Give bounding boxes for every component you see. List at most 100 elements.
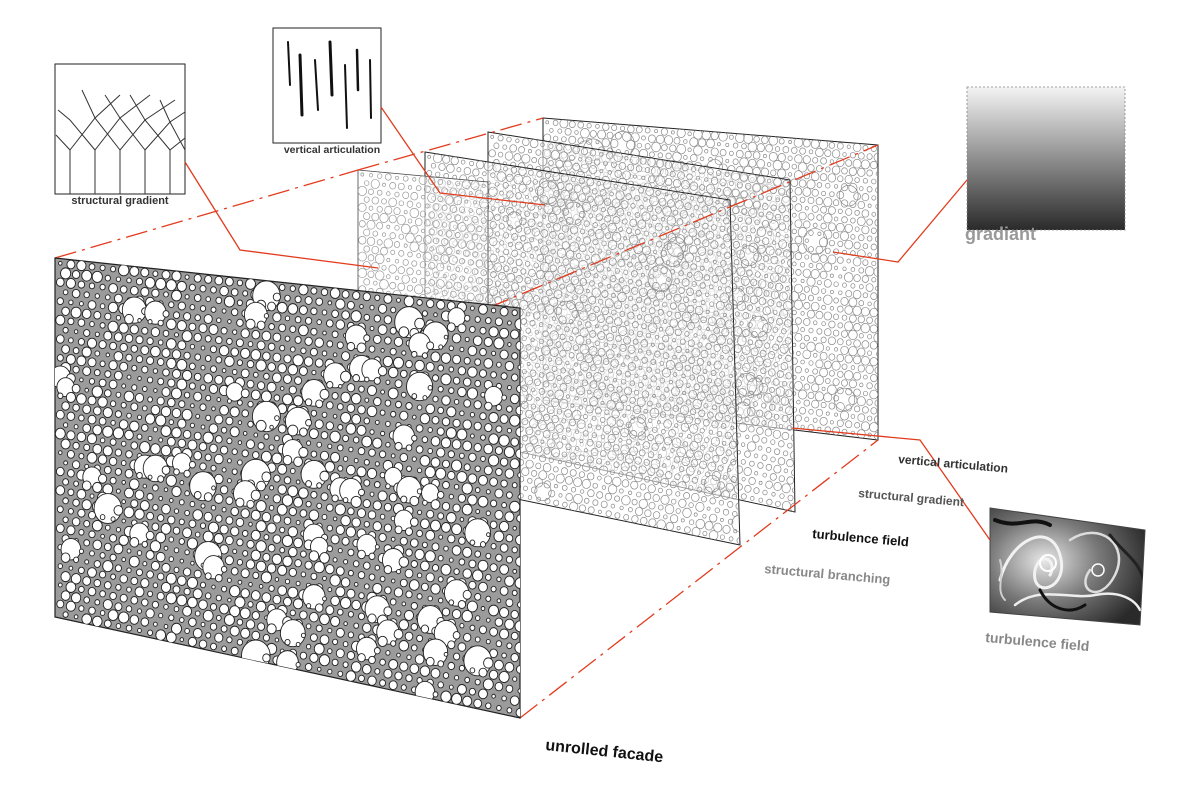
perforation-hole (748, 158, 757, 168)
perforation-hole (844, 239, 854, 250)
perforation-hole (756, 143, 765, 153)
perforation-hole (845, 339, 852, 346)
perforation-hole (823, 197, 833, 207)
perforation-hole (836, 142, 844, 150)
perforation-hole (99, 264, 106, 272)
perforation-hole (857, 152, 865, 160)
perforation-hole (488, 149, 496, 158)
perforation-hole (714, 155, 724, 165)
perforation-hole (874, 399, 878, 407)
perforation-hole (799, 147, 806, 155)
perforation-hole (568, 135, 577, 145)
perforation-hole (669, 170, 676, 178)
perforation-hole (756, 175, 765, 184)
perforation-hole (803, 220, 811, 229)
perforation-hole (787, 155, 793, 161)
perforation-hole (845, 404, 852, 412)
perforation-hole (827, 254, 837, 265)
perforation-hole (848, 329, 858, 341)
perforation-hole (802, 139, 811, 148)
perforation-hole (866, 382, 873, 390)
perforation-hole (689, 181, 699, 191)
perforation-hole (854, 209, 860, 216)
perforation-hole (869, 324, 878, 334)
perforation-hole (797, 243, 808, 254)
perforation-hole (831, 360, 841, 371)
perforation-hole (770, 169, 777, 177)
perforation-hole (788, 140, 792, 144)
perforation-hole (304, 296, 313, 305)
perforation-hole (765, 144, 773, 153)
perforation-hole (735, 149, 744, 159)
perforation-hole (515, 138, 520, 144)
perforation-hole (870, 145, 877, 152)
perforation-hole (752, 182, 762, 193)
perforation-hole (820, 206, 828, 214)
perforation-hole (828, 142, 836, 149)
perforation-hole (861, 306, 870, 317)
perforation-hole (866, 153, 873, 160)
perforation-hole (140, 287, 150, 297)
perforation-hole (236, 318, 244, 327)
perforation-hole (856, 396, 866, 407)
perforation-hole (828, 320, 836, 329)
perforation-hole (561, 136, 567, 143)
perforation-hole (853, 339, 861, 348)
perforation-hole (521, 153, 531, 164)
perforation-hole (284, 315, 291, 322)
perforation-hole (88, 282, 96, 290)
perforation-hole (837, 322, 844, 329)
perforation-hole (842, 266, 847, 271)
unrolled-facade-panel (54, 257, 521, 719)
perforation-hole (816, 262, 823, 270)
perforation-hole (369, 325, 375, 331)
perforation-hole (812, 157, 819, 164)
perforation-hole (875, 171, 878, 177)
perforation-hole (748, 208, 758, 218)
perforation-hole (568, 120, 576, 128)
perforation-hole (816, 328, 823, 335)
perforation-hole (811, 188, 819, 197)
perforation-hole (866, 235, 873, 242)
perforation-hole (446, 322, 456, 332)
perforation-hole (781, 161, 790, 171)
perforation-hole (672, 178, 682, 188)
perforation-hole (689, 137, 699, 147)
perforation-hole (837, 305, 844, 313)
perforation-hole (242, 290, 249, 297)
perforation-hole (163, 291, 169, 298)
perforation-hole (823, 392, 833, 403)
perforation-hole (825, 182, 831, 189)
perforation-hole (862, 406, 869, 414)
perforation-hole (580, 163, 589, 173)
perforation-hole (276, 301, 288, 314)
perforation-hole (697, 138, 707, 148)
perforation-hole (837, 175, 844, 183)
perforation-hole (698, 166, 706, 175)
perforation-hole (433, 312, 438, 318)
perforation-hole (165, 279, 177, 292)
perforation-hole (869, 160, 878, 170)
perforation-hole (507, 320, 512, 326)
perforation-hole (710, 176, 719, 185)
perforation-hole (815, 408, 823, 417)
perforation-hole (793, 170, 803, 180)
perforation-hole (812, 368, 819, 375)
perforation-hole (99, 283, 106, 291)
perforation-hole (335, 319, 346, 330)
perforation-hole (606, 151, 614, 160)
perforation-hole (194, 314, 201, 322)
perforation-hole (81, 269, 93, 282)
perforation-hole (88, 263, 96, 271)
perforation-hole (807, 391, 815, 400)
perforation-hole (794, 317, 802, 325)
perforation-hole (853, 355, 862, 365)
perforation-hole (231, 308, 239, 317)
perforation-hole (807, 424, 815, 432)
perforation-hole (840, 345, 849, 355)
perforation-hole (848, 167, 857, 176)
perforation-hole (216, 317, 222, 324)
perforation-hole (837, 338, 844, 346)
perforation-hole (204, 275, 213, 284)
